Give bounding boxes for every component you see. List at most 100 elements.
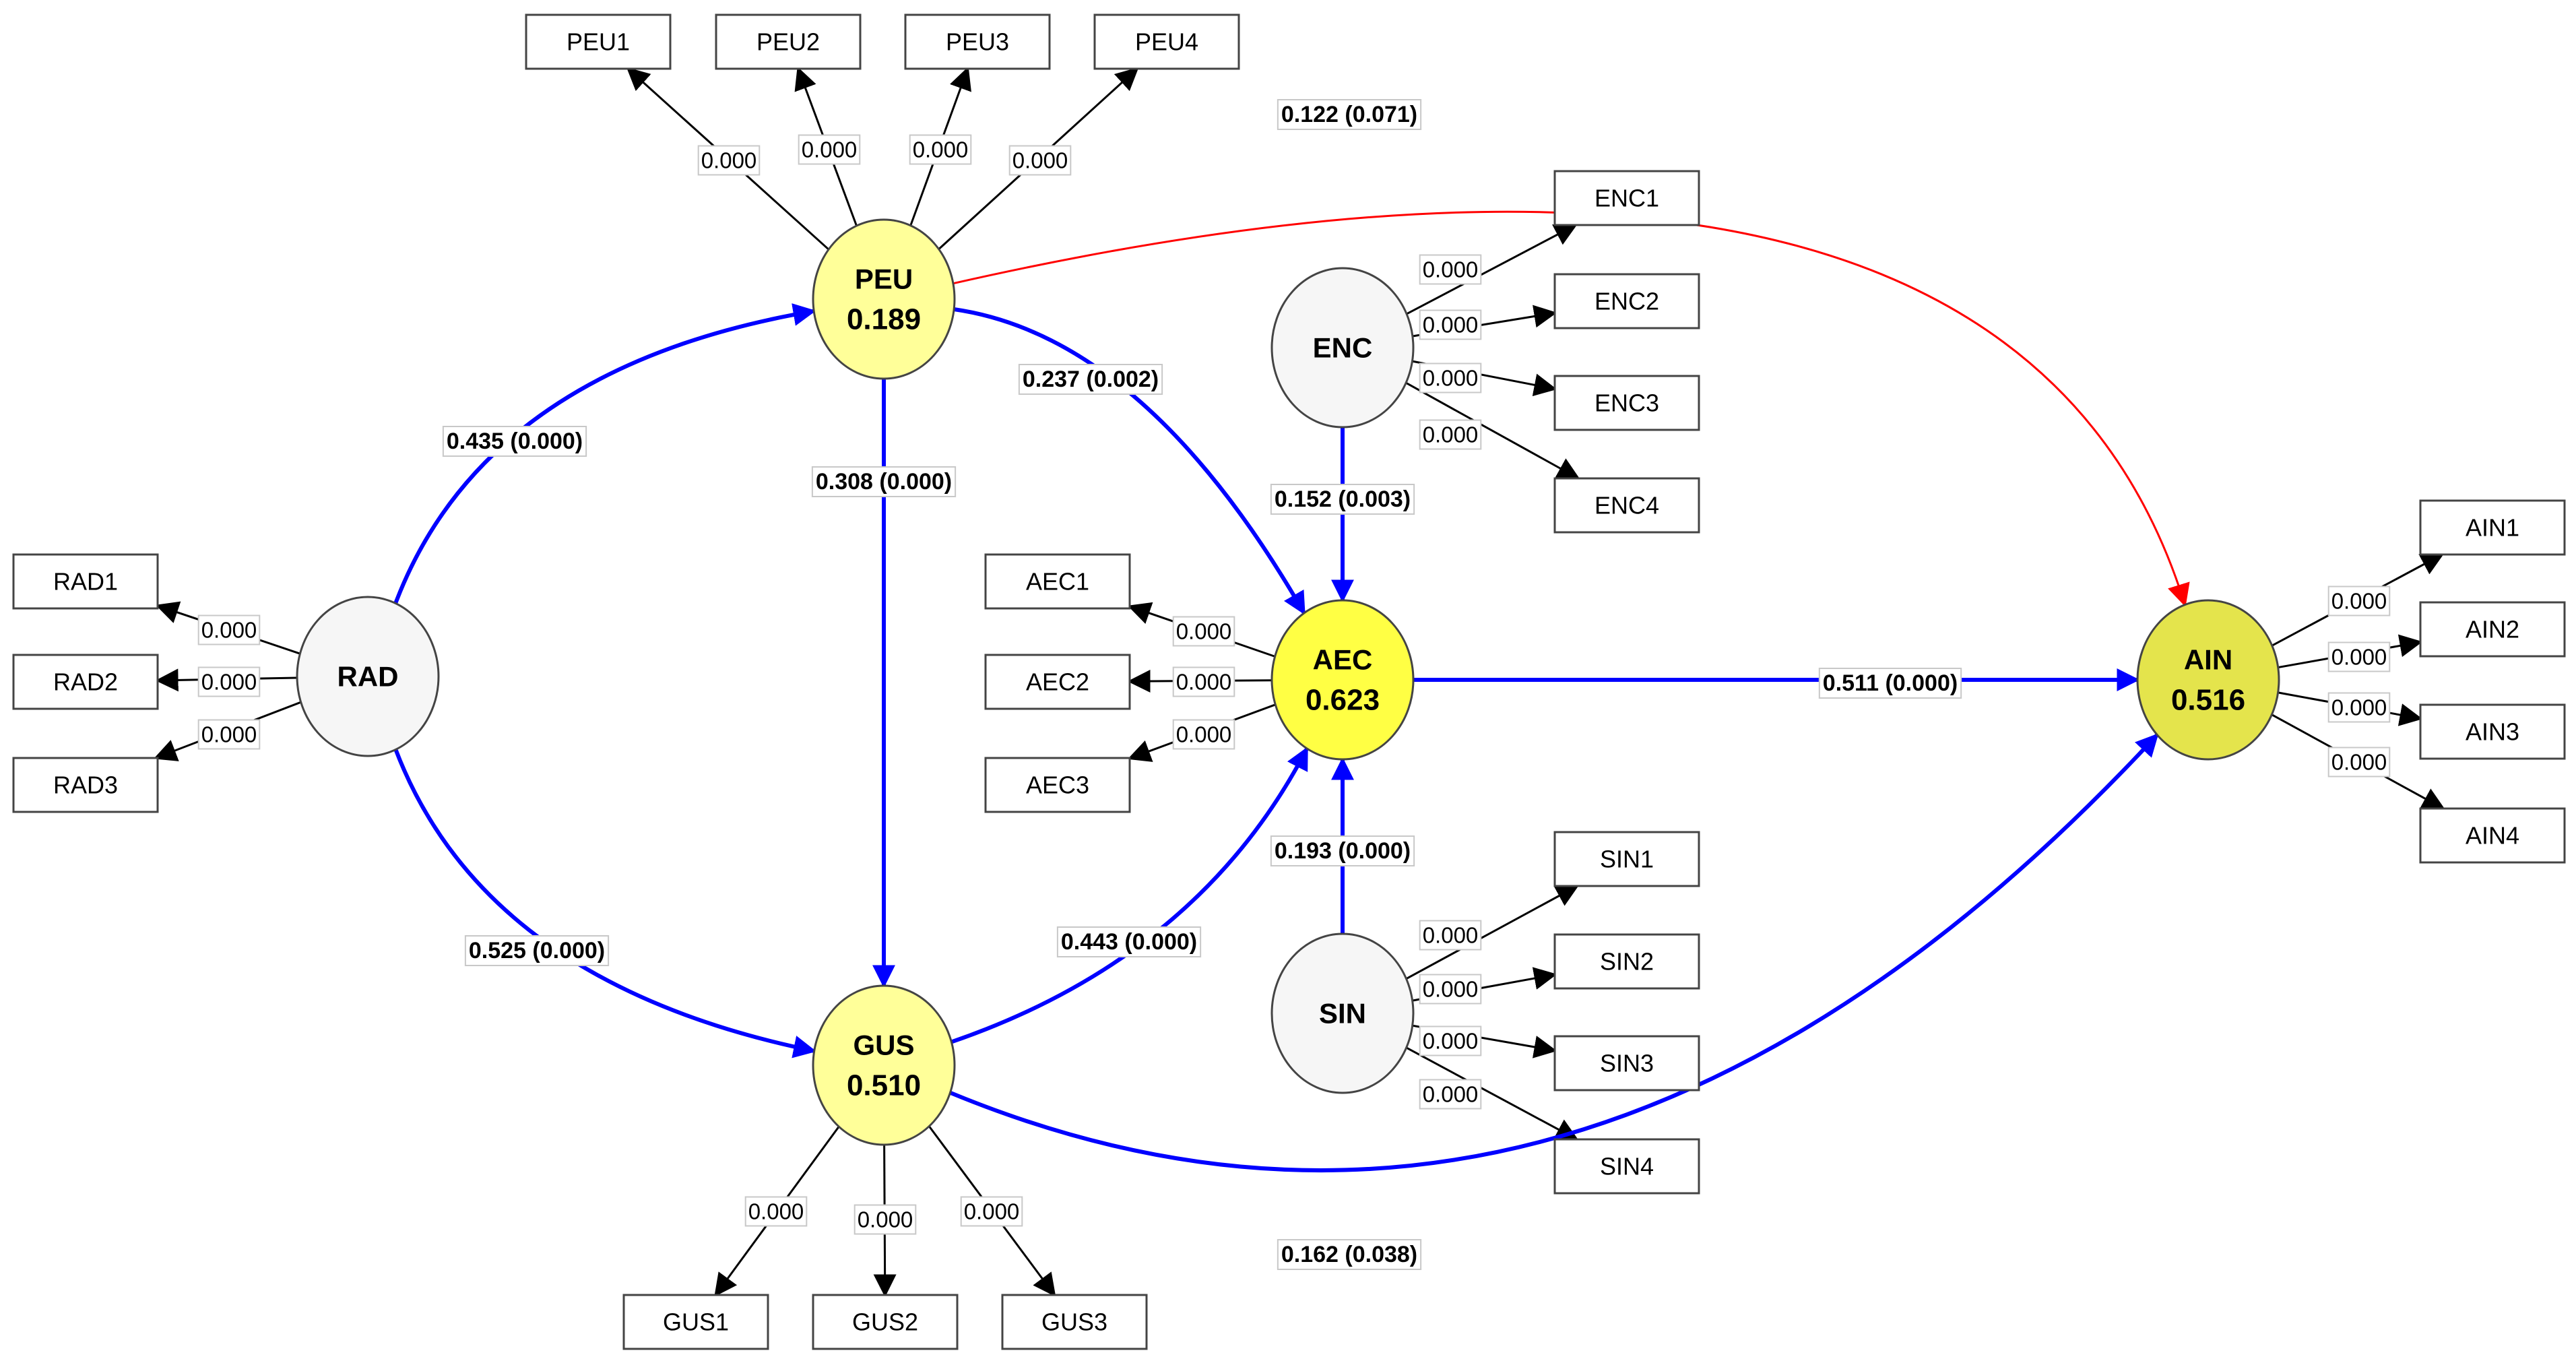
- loading-label-rad3: 0.000: [197, 719, 261, 750]
- indicator-ain3[interactable]: AIN3: [2419, 703, 2566, 760]
- indicator-aec3[interactable]: AEC3: [984, 757, 1131, 813]
- path-label-rad-gus: 0.525 (0.000): [464, 935, 610, 966]
- path-label-peu-aec-bg: [1018, 364, 1163, 395]
- indicator-peu3[interactable]: PEU3: [904, 13, 1051, 70]
- indicator-rad2[interactable]: RAD2: [12, 654, 159, 710]
- path-rad-to-gus: [393, 749, 817, 1058]
- loading-label-sin1-text: 0.000: [1423, 923, 1479, 948]
- path-label-sin-aec-text: 0.193 (0.000): [1275, 838, 1411, 864]
- indicator-gus1[interactable]: GUS1: [622, 1294, 769, 1350]
- loading-label-enc2-text: 0.000: [1423, 313, 1479, 338]
- indicator-box: [622, 1294, 769, 1350]
- indicator-label: AIN3: [2466, 718, 2519, 746]
- loading-label-enc3: 0.000: [1419, 362, 1482, 393]
- loading-label-peu3-bg: [909, 134, 972, 165]
- indicator-label: AIN2: [2466, 616, 2519, 643]
- path-label-peu-gus: 0.308 (0.000): [811, 466, 957, 497]
- loading-label-sin4-bg: [1419, 1079, 1482, 1110]
- latent-sin[interactable]: SIN: [1270, 932, 1415, 1094]
- indicator-box: [2419, 703, 2566, 760]
- latent-ellipse: [2136, 599, 2280, 761]
- indicator-box: [1553, 1035, 1700, 1091]
- indicator-gus3[interactable]: GUS3: [1001, 1294, 1148, 1350]
- loading-label-rad1-bg: [197, 614, 261, 645]
- loading-label-aec3: 0.000: [1172, 719, 1235, 750]
- loading-label-aec3-text: 0.000: [1176, 722, 1232, 747]
- indicator-box: [715, 13, 862, 70]
- path-label-aec-ain-text: 0.511 (0.000): [1823, 670, 1958, 696]
- loading-label-aec1-bg: [1172, 616, 1235, 647]
- loading-label-sin1: 0.000: [1419, 920, 1482, 951]
- loading-label-peu1: 0.000: [697, 145, 761, 176]
- loading-label-enc1-bg: [1419, 254, 1482, 285]
- loading-label-enc3-bg: [1419, 362, 1482, 393]
- indicator-box: [1553, 375, 1700, 431]
- indicator-rad3[interactable]: RAD3: [12, 757, 159, 813]
- loading-label-ain4-text: 0.000: [2331, 750, 2387, 775]
- loading-label-sin1-bg: [1419, 920, 1482, 951]
- latent-ellipse: [1270, 932, 1415, 1094]
- indicator-gus2[interactable]: GUS2: [812, 1294, 959, 1350]
- indicator-label: SIN1: [1600, 846, 1654, 873]
- latent-name: SIN: [1319, 998, 1366, 1030]
- indicator-peu2[interactable]: PEU2: [715, 13, 862, 70]
- indicator-box: [1093, 13, 1240, 70]
- indicator-rad1[interactable]: RAD1: [12, 553, 159, 610]
- loading-label-rad2-text: 0.000: [201, 670, 257, 695]
- path-label-aec-ain: 0.511 (0.000): [1818, 668, 1962, 699]
- path-label-gus-ain-bg: [1277, 1239, 1422, 1270]
- indicator-ain2[interactable]: AIN2: [2419, 601, 2566, 658]
- indicator-enc1[interactable]: ENC1: [1553, 170, 1700, 226]
- loading-label-enc4-text: 0.000: [1423, 422, 1479, 447]
- indicator-sin1[interactable]: SIN1: [1553, 831, 1700, 887]
- loading-label-ain2: 0.000: [2327, 641, 2391, 672]
- indicator-sin2[interactable]: SIN2: [1553, 933, 1700, 990]
- indicator-ain1[interactable]: AIN1: [2419, 499, 2566, 556]
- indicator-box: [812, 1294, 959, 1350]
- loading-label-gus2-bg: [854, 1204, 917, 1235]
- latent-ellipse: [1270, 599, 1415, 761]
- latent-name: AIN: [2184, 644, 2232, 676]
- indicator-label: RAD1: [53, 568, 118, 596]
- indicator-peu1[interactable]: PEU1: [525, 13, 672, 70]
- loading-label-aec2-text: 0.000: [1176, 670, 1232, 695]
- path-label-peu-ain-bg: [1277, 99, 1422, 130]
- loading-label-rad2: 0.000: [197, 666, 261, 697]
- indicator-label: AEC3: [1026, 771, 1089, 799]
- path-label-rad-gus-text: 0.525 (0.000): [469, 938, 605, 963]
- indicator-peu4[interactable]: PEU4: [1093, 13, 1240, 70]
- loading-label-peu4-bg: [1008, 145, 1072, 176]
- loading-label-aec1-text: 0.000: [1176, 619, 1232, 644]
- indicator-sin4[interactable]: SIN4: [1553, 1138, 1700, 1195]
- path-label-enc-aec-bg: [1270, 484, 1415, 515]
- indicator-box: [984, 757, 1131, 813]
- indicator-box: [904, 13, 1051, 70]
- indicator-label: ENC1: [1595, 185, 1659, 212]
- path-label-enc-aec: 0.152 (0.003): [1270, 484, 1415, 515]
- loading-label-gus3-bg: [960, 1196, 1023, 1227]
- indicator-aec2[interactable]: AEC2: [984, 654, 1131, 710]
- loading-label-ain2-text: 0.000: [2331, 645, 2387, 670]
- indicator-sin3[interactable]: SIN3: [1553, 1035, 1700, 1091]
- loading-label-enc1: 0.000: [1419, 254, 1482, 285]
- indicator-enc4[interactable]: ENC4: [1553, 477, 1700, 534]
- loading-label-rad1: 0.000: [197, 614, 261, 645]
- loading-label-ain1: 0.000: [2327, 585, 2391, 616]
- latent-enc[interactable]: ENC: [1270, 267, 1415, 429]
- indicator-label: SIN4: [1600, 1153, 1654, 1180]
- loading-label-enc4-bg: [1419, 419, 1482, 450]
- loading-label-ain1-text: 0.000: [2331, 589, 2387, 614]
- indicator-ain4[interactable]: AIN4: [2419, 807, 2566, 864]
- indicator-aec1[interactable]: AEC1: [984, 553, 1131, 610]
- indicator-enc3[interactable]: ENC3: [1553, 375, 1700, 431]
- indicator-label: SIN3: [1600, 1050, 1654, 1077]
- latent-rad[interactable]: RAD: [296, 596, 440, 757]
- latent-r2-value: 0.623: [1306, 684, 1380, 717]
- indicator-enc2[interactable]: ENC2: [1553, 273, 1700, 329]
- loading-label-aec2-bg: [1172, 666, 1235, 697]
